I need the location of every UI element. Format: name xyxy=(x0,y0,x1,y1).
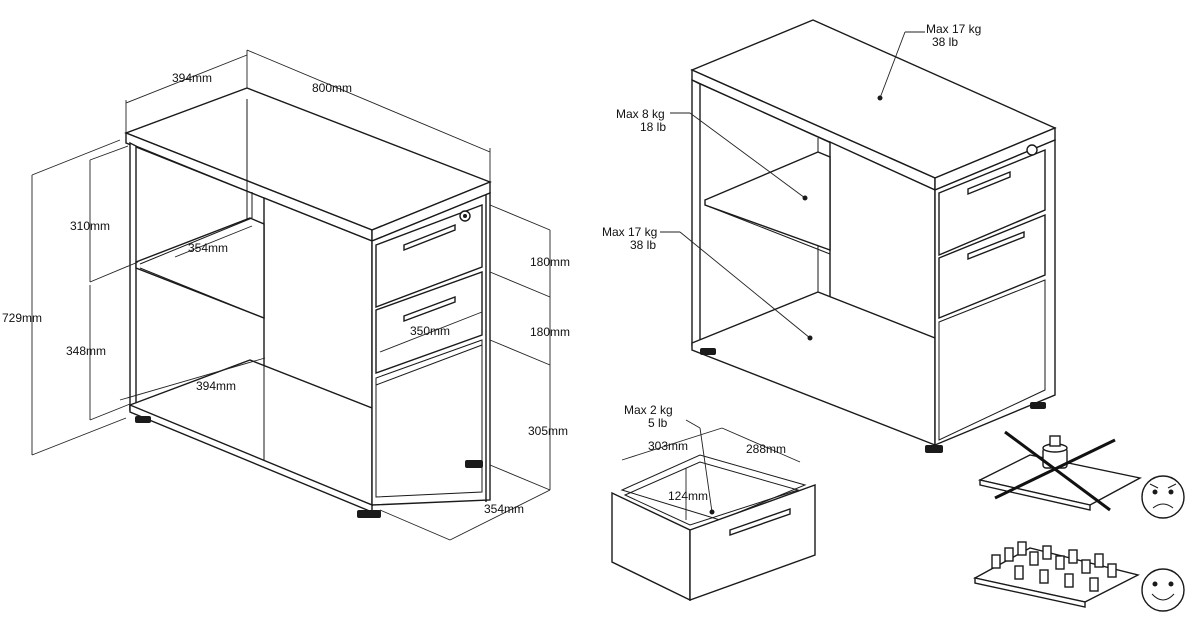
dimensioned-cabinet-drawing: 394mm 800mm 310mm 729mm 348mm 354mm 394m… xyxy=(2,49,570,541)
drawer-load-kg: Max 2 kg xyxy=(624,403,673,417)
drawer-load-lb: 5 lb xyxy=(648,416,668,430)
foot xyxy=(925,445,943,453)
dim-bottom-depth: 394mm xyxy=(196,379,236,393)
middle-drawer-handle xyxy=(403,295,456,323)
drawer-front xyxy=(689,484,816,601)
left-side-panel xyxy=(691,78,701,352)
dim-depth-top: 394mm xyxy=(172,71,212,85)
bottom-load-kg: Max 17 kg xyxy=(602,225,657,239)
sad-face-icon xyxy=(1141,475,1185,519)
dim-shelf-depth: 354mm xyxy=(188,241,228,255)
load-distribution-guidance xyxy=(973,430,1185,612)
dim-open-compartment-height: 305mm xyxy=(528,424,568,438)
top-load-lb: 38 lb xyxy=(932,35,958,49)
top-drawer xyxy=(938,148,1046,257)
foot xyxy=(700,348,716,355)
top-drawer-handle xyxy=(403,223,456,252)
shelf-load-lb: 18 lb xyxy=(640,120,666,134)
lock-icon xyxy=(1026,144,1038,156)
foot xyxy=(135,416,151,423)
open-compartment xyxy=(375,339,483,498)
dim-width-top: 800mm xyxy=(312,81,352,95)
top-load-kg: Max 17 kg xyxy=(926,22,981,36)
drawer-handle xyxy=(729,508,791,536)
drawer-box-top xyxy=(620,454,807,521)
drawer-detail-drawing: Max 2 kg 5 lb 303mm 288mm 124mm xyxy=(611,403,816,602)
drawer-width-dim: 303mm xyxy=(648,439,688,453)
inner-shelf xyxy=(135,217,265,320)
load-capacity-cabinet-drawing: Max 17 kg 38 lb Max 8 kg 18 lb Max 17 kg… xyxy=(602,19,1057,453)
foot xyxy=(465,460,483,468)
foot xyxy=(1030,402,1046,409)
dim-total-height: 729mm xyxy=(2,311,42,325)
drawer-side xyxy=(611,491,691,602)
dim-drawer2-height: 180mm xyxy=(530,325,570,339)
dim-upper-shelf-height: 310mm xyxy=(70,219,110,233)
left-side-panel xyxy=(129,141,137,413)
dim-drawer-inner-depth: 350mm xyxy=(410,324,450,338)
middle-drawer-handle xyxy=(967,230,1025,261)
drawer-height-dim: 124mm xyxy=(668,489,708,503)
shelf-load-kg: Max 8 kg xyxy=(616,107,665,121)
middle-drawer xyxy=(938,213,1046,320)
happy-face-icon xyxy=(1141,568,1185,612)
bottom-load-lb: 38 lb xyxy=(630,238,656,252)
foot xyxy=(357,510,381,518)
drawer-depth-dim: 288mm xyxy=(746,442,786,456)
dim-lower-shelf-height: 348mm xyxy=(66,344,106,358)
dim-side-depth: 354mm xyxy=(484,502,524,516)
open-compartment xyxy=(938,279,1046,441)
cross-out-icon xyxy=(1004,430,1111,512)
distributed-weights-icon xyxy=(991,541,1117,592)
top-drawer-handle xyxy=(967,170,1011,196)
inner-shelf xyxy=(704,151,831,251)
dim-drawer1-height: 180mm xyxy=(530,255,570,269)
